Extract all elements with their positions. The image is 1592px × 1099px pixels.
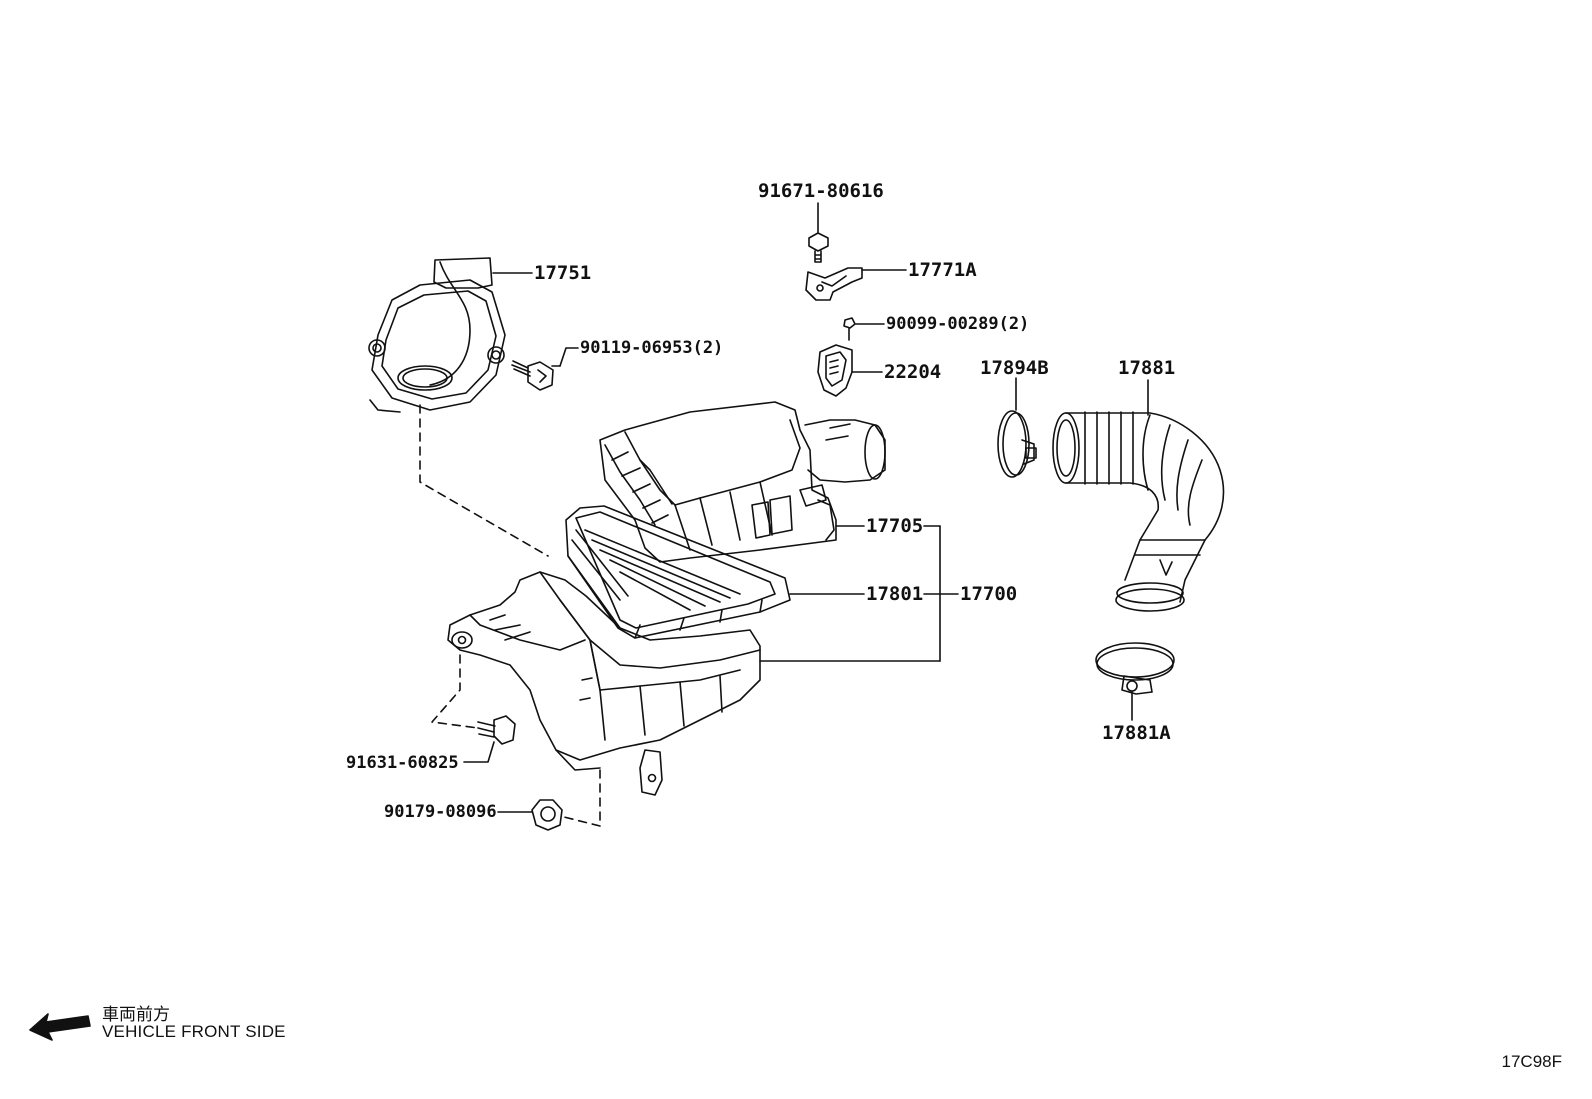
- nut-90179: [532, 800, 562, 830]
- part-label-22204: 22204: [884, 361, 942, 383]
- arrow-left-icon: [30, 1014, 90, 1040]
- part-label-17705: 17705: [866, 515, 924, 537]
- bolt-91631: [478, 716, 515, 744]
- part-label-90099-00289: 90099-00289(2): [886, 314, 1030, 334]
- bracket-17771A: [806, 268, 862, 300]
- part-label-17751: 17751: [534, 262, 592, 284]
- direction-label-en: VEHICLE FRONT SIDE: [102, 1022, 286, 1041]
- part-label-17881A: 17881A: [1102, 722, 1171, 744]
- part-label-90119-06953: 90119-06953(2): [580, 338, 724, 358]
- hose-clamp-17894B: [998, 411, 1036, 477]
- air-cleaner-cap: [600, 402, 885, 562]
- part-label-91631-60825: 91631-60825: [346, 753, 459, 773]
- part-label-17881: 17881: [1118, 357, 1176, 379]
- hose-clamp-17881A: [1096, 643, 1174, 694]
- part-label-17801: 17801: [866, 583, 924, 605]
- part-label-17700: 17700: [960, 583, 1018, 605]
- part-label-17771A: 17771A: [908, 259, 977, 281]
- air-flow-meter-22204: [818, 345, 852, 396]
- screw-90099: [844, 318, 855, 340]
- air-cleaner-case: [448, 572, 760, 795]
- part-label-90179-08096: 90179-08096: [384, 802, 497, 822]
- direction-label-jp: 車両前方: [102, 1005, 170, 1025]
- part-label-91671-80616: 91671-80616: [758, 180, 884, 202]
- air-filter-element: [566, 506, 790, 638]
- bolt-91671: [809, 233, 828, 262]
- diagram-code: 17C98F: [1501, 1052, 1562, 1071]
- part-label-17894B: 17894B: [980, 357, 1049, 379]
- bolt-90119: [512, 361, 553, 390]
- air-inlet-duct: [369, 258, 505, 412]
- intake-hose-17881: [1053, 412, 1224, 611]
